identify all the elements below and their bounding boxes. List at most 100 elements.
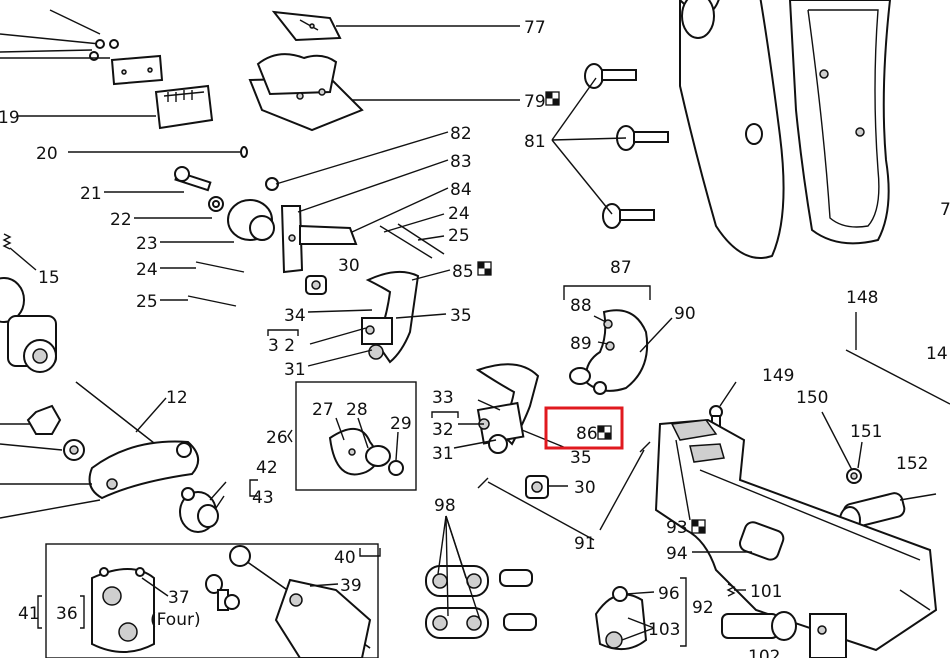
part-12-crank bbox=[88, 440, 199, 500]
arm-casting-left bbox=[679, 0, 785, 259]
label-88: 88 bbox=[570, 296, 592, 316]
leader-lines bbox=[0, 25, 863, 647]
label-77: 77 bbox=[524, 18, 546, 38]
label-96: 96 bbox=[658, 584, 680, 604]
label-79: 79 bbox=[524, 92, 546, 112]
part-36-clamp-box bbox=[45, 543, 379, 658]
part-25-pin-left bbox=[187, 295, 237, 307]
label-30-lower: 30 bbox=[574, 478, 596, 498]
label-23: 23 bbox=[136, 234, 158, 254]
arm-casting-right bbox=[788, 0, 892, 245]
part-30-clip-lower bbox=[525, 475, 549, 499]
part-83-bracket bbox=[280, 205, 358, 274]
label-93: 93 bbox=[666, 518, 688, 538]
part-24-pin-left bbox=[195, 261, 245, 273]
label-25-left: 25 bbox=[136, 292, 158, 312]
label-84: 84 bbox=[450, 180, 472, 200]
part-39-screw bbox=[205, 574, 240, 611]
label-36: 36 bbox=[56, 604, 78, 624]
part-24-pin-top bbox=[379, 225, 433, 259]
label-83: 83 bbox=[450, 152, 472, 172]
label-33: 33 bbox=[432, 388, 454, 408]
top-left-linkage bbox=[0, 9, 119, 61]
part-148-rod bbox=[845, 349, 950, 405]
part-79-presser bbox=[248, 53, 364, 132]
label-20: 20 bbox=[36, 144, 58, 164]
label-37-note: (Four) bbox=[150, 610, 201, 630]
label-152: 152 bbox=[896, 454, 928, 474]
label-22: 22 bbox=[110, 210, 132, 230]
part-21-screw bbox=[174, 166, 212, 192]
part-81-screws bbox=[584, 63, 669, 229]
label-43: 43 bbox=[252, 488, 274, 508]
label-34: 34 bbox=[284, 306, 306, 326]
label-149: 149 bbox=[762, 366, 794, 386]
label-28: 28 bbox=[346, 400, 368, 420]
label-12: 12 bbox=[166, 388, 188, 408]
left-roller-1 bbox=[0, 277, 25, 323]
label-85: 85 bbox=[452, 262, 474, 282]
part-40-arm bbox=[229, 545, 372, 658]
label-32-mid: 32 bbox=[432, 420, 454, 440]
label-98: 98 bbox=[434, 496, 456, 516]
part-28-29-knob bbox=[365, 445, 404, 476]
label-35-top: 35 bbox=[450, 306, 472, 326]
part-94-frame bbox=[654, 418, 938, 652]
label-21: 21 bbox=[80, 184, 102, 204]
label-102: 102 bbox=[748, 647, 780, 658]
left-roller-2 bbox=[7, 315, 57, 373]
label-82: 82 bbox=[450, 124, 472, 144]
label-86: 86 bbox=[576, 424, 598, 444]
label-42: 42 bbox=[256, 458, 278, 478]
label-32-top: 3 2 bbox=[268, 336, 295, 356]
small-plate bbox=[110, 54, 164, 86]
label-41: 41 bbox=[18, 604, 40, 624]
part-20-rod bbox=[68, 146, 248, 158]
label-101: 101 bbox=[750, 582, 782, 602]
label-24-top: 24 bbox=[448, 204, 470, 224]
part-91-pin bbox=[477, 441, 651, 489]
part-87-group-box bbox=[563, 285, 651, 300]
label-148: 148 bbox=[846, 288, 878, 308]
label-31-top: 31 bbox=[284, 360, 306, 380]
label-40: 40 bbox=[334, 548, 356, 568]
callout-labels: 77 79 81 19 20 82 83 84 21 22 23 24 25 1… bbox=[0, 18, 950, 658]
label-92: 92 bbox=[692, 598, 714, 618]
label-91: 91 bbox=[574, 534, 596, 554]
highlight-box-86 bbox=[544, 406, 624, 450]
label-37: 37 bbox=[168, 588, 190, 608]
label-90: 90 bbox=[674, 304, 696, 324]
label-30-top: 30 bbox=[338, 256, 360, 276]
part-22-washer bbox=[208, 196, 224, 212]
part-26-group-box bbox=[295, 381, 417, 491]
label-94: 94 bbox=[666, 544, 688, 564]
label-81: 81 bbox=[524, 132, 546, 152]
label-151: 151 bbox=[850, 422, 882, 442]
part-15-spring bbox=[2, 233, 12, 250]
label-87: 87 bbox=[610, 258, 632, 278]
label-19: 19 bbox=[0, 108, 20, 128]
label-150: 150 bbox=[796, 388, 828, 408]
label-31-mid: 31 bbox=[432, 444, 454, 464]
part-98-chain bbox=[425, 565, 537, 639]
part-77-pad bbox=[271, 10, 342, 42]
label-39: 39 bbox=[340, 576, 362, 596]
part-19-block bbox=[154, 84, 214, 130]
label-35-mid: 35 bbox=[570, 448, 592, 468]
label-89: 89 bbox=[570, 334, 592, 354]
label-103: 103 bbox=[648, 620, 680, 640]
part-30-clip-top bbox=[305, 275, 327, 295]
label-14x: 14 bbox=[926, 344, 948, 364]
label-7x: 7 bbox=[940, 200, 950, 220]
label-26: 26 bbox=[266, 428, 288, 448]
part-85-hook bbox=[361, 270, 420, 364]
part-151-nut bbox=[846, 468, 862, 484]
part-23-collar bbox=[227, 199, 275, 241]
part-36-clamp bbox=[91, 567, 155, 653]
part-43-collar bbox=[179, 487, 219, 533]
label-24-left: 24 bbox=[136, 260, 158, 280]
label-27: 27 bbox=[312, 400, 334, 420]
label-15: 15 bbox=[38, 268, 60, 288]
part-33-hook bbox=[475, 363, 540, 454]
